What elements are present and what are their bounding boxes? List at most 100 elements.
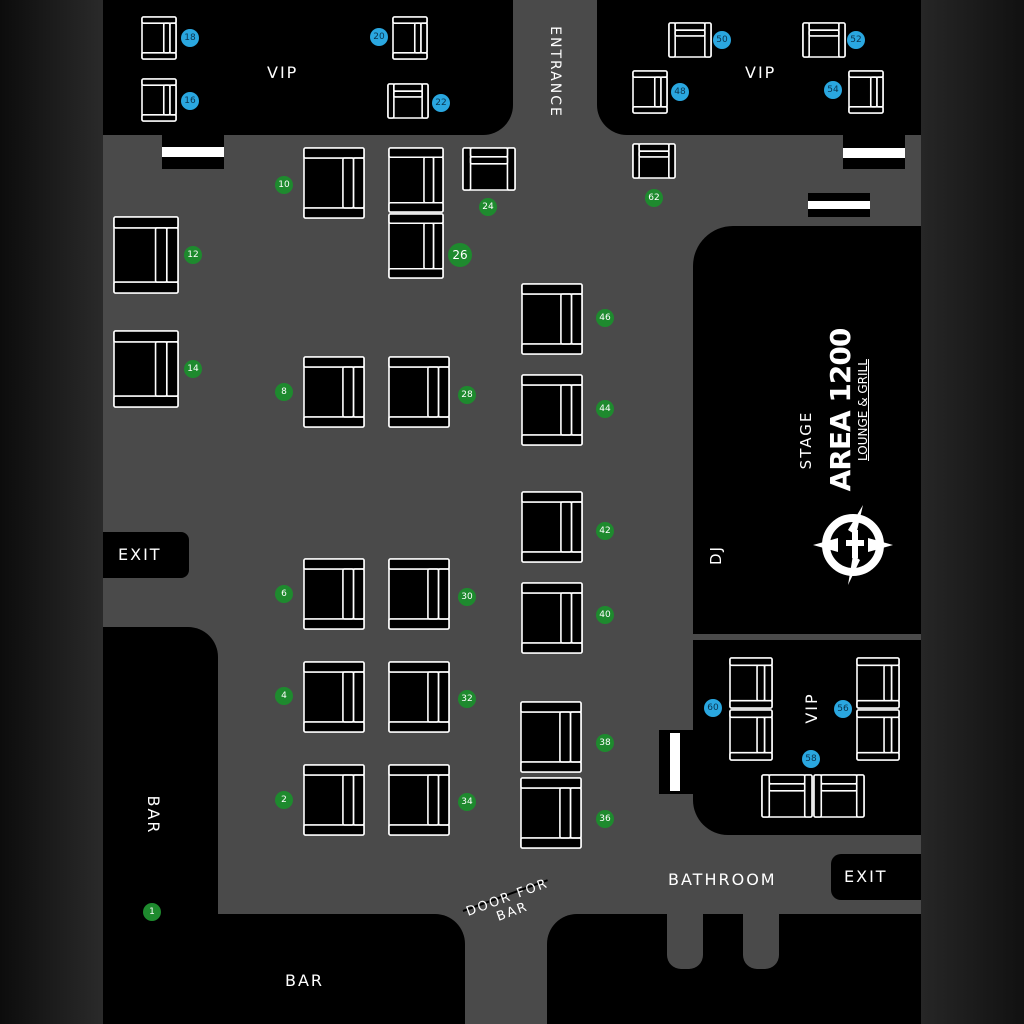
table-badge-44[interactable]: 44 bbox=[596, 400, 614, 418]
dj-label: DJ bbox=[707, 545, 725, 565]
door bbox=[808, 201, 870, 209]
armchair-icon bbox=[761, 774, 813, 818]
chair[interactable] bbox=[856, 709, 900, 761]
table-badge-50[interactable]: 50 bbox=[713, 31, 731, 49]
table-badge-10[interactable]: 10 bbox=[275, 176, 293, 194]
armchair-icon bbox=[856, 709, 900, 761]
chair[interactable] bbox=[520, 701, 582, 773]
exit-right[interactable] bbox=[831, 854, 921, 900]
exit-left[interactable] bbox=[103, 532, 189, 578]
table-badge-60[interactable]: 60 bbox=[704, 699, 722, 717]
chair[interactable] bbox=[761, 774, 813, 818]
chair[interactable] bbox=[388, 356, 450, 428]
armchair-icon bbox=[521, 283, 583, 355]
area-1200-logo: AREA 1200 LOUNGE & GRILL bbox=[824, 310, 870, 510]
armchair-icon bbox=[388, 764, 450, 836]
chair[interactable] bbox=[113, 330, 179, 408]
chair[interactable] bbox=[729, 709, 773, 761]
chair[interactable] bbox=[521, 283, 583, 355]
table-badge-32[interactable]: 32 bbox=[458, 690, 476, 708]
logo-name: AREA 1200 bbox=[824, 328, 857, 492]
chair[interactable] bbox=[388, 764, 450, 836]
table-badge-24[interactable]: 24 bbox=[479, 198, 497, 216]
vip-label: VIP bbox=[802, 692, 821, 724]
armchair-icon bbox=[388, 661, 450, 733]
armchair-icon bbox=[113, 330, 179, 408]
table-badge-52[interactable]: 52 bbox=[847, 31, 865, 49]
chair[interactable] bbox=[141, 16, 177, 60]
table-badge-12[interactable]: 12 bbox=[184, 246, 202, 264]
table-badge-4[interactable]: 4 bbox=[275, 687, 293, 705]
armchair-icon bbox=[520, 701, 582, 773]
armchair-icon bbox=[462, 147, 516, 191]
armchair-icon bbox=[521, 374, 583, 446]
table-badge-2[interactable]: 2 bbox=[275, 791, 293, 809]
armchair-icon bbox=[388, 147, 444, 213]
blurred-background-right bbox=[921, 0, 1024, 1024]
chair[interactable] bbox=[632, 70, 668, 114]
armchair-icon bbox=[848, 70, 884, 114]
chair[interactable] bbox=[856, 657, 900, 709]
chair[interactable] bbox=[388, 661, 450, 733]
chair[interactable] bbox=[520, 777, 582, 849]
table-badge-40[interactable]: 40 bbox=[596, 606, 614, 624]
chair[interactable] bbox=[521, 582, 583, 654]
armchair-icon bbox=[303, 661, 365, 733]
bathroom-stall bbox=[667, 914, 703, 969]
bathroom-stall bbox=[743, 914, 779, 969]
armchair-icon bbox=[303, 764, 365, 836]
chair[interactable] bbox=[303, 764, 365, 836]
table-badge-26[interactable]: 26 bbox=[448, 243, 472, 267]
table-badge-8[interactable]: 8 bbox=[275, 383, 293, 401]
chair[interactable] bbox=[848, 70, 884, 114]
chair[interactable] bbox=[813, 774, 865, 818]
chair[interactable] bbox=[668, 22, 712, 58]
table-badge-62[interactable]: 62 bbox=[645, 189, 663, 207]
table-badge-48[interactable]: 48 bbox=[671, 83, 689, 101]
bathroom-area bbox=[547, 914, 921, 1024]
armchair-icon bbox=[392, 16, 428, 60]
stage-label: STAGE bbox=[797, 410, 815, 470]
table-badge-34[interactable]: 34 bbox=[458, 793, 476, 811]
chair[interactable] bbox=[303, 661, 365, 733]
table-badge-14[interactable]: 14 bbox=[184, 360, 202, 378]
chair[interactable] bbox=[729, 657, 773, 709]
armchair-icon bbox=[856, 657, 900, 709]
chair[interactable] bbox=[303, 147, 365, 219]
table-badge-54[interactable]: 54 bbox=[824, 81, 842, 99]
chair[interactable] bbox=[388, 558, 450, 630]
chair[interactable] bbox=[113, 216, 179, 294]
table-badge-28[interactable]: 28 bbox=[458, 386, 476, 404]
chair[interactable] bbox=[462, 147, 516, 191]
divider bbox=[843, 634, 921, 637]
table-badge-1[interactable]: 1 bbox=[143, 903, 161, 921]
table-badge-42[interactable]: 42 bbox=[596, 522, 614, 540]
armchair-icon bbox=[141, 16, 177, 60]
entrance-label: ENTRANCE bbox=[547, 26, 563, 118]
chair[interactable] bbox=[388, 213, 444, 279]
table-badge-30[interactable]: 30 bbox=[458, 588, 476, 606]
chair[interactable] bbox=[303, 356, 365, 428]
chair[interactable] bbox=[632, 143, 676, 179]
bathroom-label: BATHROOM bbox=[668, 870, 777, 889]
chair[interactable] bbox=[521, 374, 583, 446]
exit-right-label: EXIT bbox=[844, 867, 888, 886]
table-badge-22[interactable]: 22 bbox=[432, 94, 450, 112]
chair[interactable] bbox=[387, 83, 429, 119]
table-badge-58[interactable]: 58 bbox=[802, 750, 820, 768]
table-badge-38[interactable]: 38 bbox=[596, 734, 614, 752]
table-badge-6[interactable]: 6 bbox=[275, 585, 293, 603]
chair[interactable] bbox=[521, 491, 583, 563]
chair[interactable] bbox=[303, 558, 365, 630]
table-badge-16[interactable]: 16 bbox=[181, 92, 199, 110]
chair[interactable] bbox=[388, 147, 444, 213]
table-badge-18[interactable]: 18 bbox=[181, 29, 199, 47]
table-badge-56[interactable]: 56 bbox=[834, 700, 852, 718]
chair[interactable] bbox=[802, 22, 846, 58]
armchair-icon bbox=[113, 216, 179, 294]
chair[interactable] bbox=[141, 78, 177, 122]
table-badge-46[interactable]: 46 bbox=[596, 309, 614, 327]
chair[interactable] bbox=[392, 16, 428, 60]
table-badge-36[interactable]: 36 bbox=[596, 810, 614, 828]
table-badge-20[interactable]: 20 bbox=[370, 28, 388, 46]
